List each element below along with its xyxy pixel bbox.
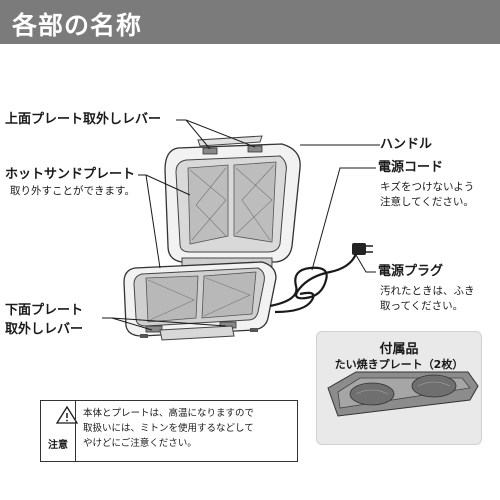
lower-base xyxy=(123,261,277,341)
power-plug xyxy=(352,243,373,255)
section-title: 各部の名称 xyxy=(12,11,143,40)
caution-text: 本体とプレートは、高温になりますので 取扱いには、ミトンを使用するなどして やけ… xyxy=(83,406,295,451)
label-bottom-lever-1: 下面プレート xyxy=(5,303,84,318)
label-handle: ハンドル xyxy=(380,137,433,152)
label-cord-note-2: 注意してください。 xyxy=(380,196,474,208)
section-header: 各部の名称 xyxy=(0,0,500,44)
caution-label: 注意 xyxy=(48,440,68,451)
label-cord-note-1: キズをつけないよう xyxy=(380,181,475,193)
label-plug-note-2: 取ってください。 xyxy=(380,300,464,312)
warning-icon xyxy=(55,405,79,424)
caution-box: 注意 本体とプレートは、高温になりますので 取扱いには、ミトンを使用するなどして… xyxy=(40,400,298,462)
top-lever-left xyxy=(202,147,218,155)
label-power-plug: 電源プラグ xyxy=(378,264,444,279)
caution-line: 取扱いには、ミトンを使用するなどして xyxy=(83,423,254,434)
label-plug-note-1: 汚れたときは、ふき xyxy=(380,285,475,297)
label-hot-sand-note: 取り外すことができます。 xyxy=(10,185,135,197)
label-bottom-lever-2: 取外しレバー xyxy=(5,322,84,337)
label-top-lever: 上面プレート取外しレバー xyxy=(5,112,162,127)
upper-lid xyxy=(164,135,301,263)
taiyaki-plate xyxy=(327,371,479,417)
label-hot-sand-plate: ホットサンドプレート xyxy=(5,167,136,182)
caution-line: 本体とプレートは、高温になりますので xyxy=(83,408,255,419)
caution-line: やけどにご注意ください。 xyxy=(83,438,197,449)
bottom-lever-left xyxy=(145,325,163,333)
top-lever-right xyxy=(247,145,263,153)
power-cord xyxy=(269,253,358,308)
caution-icon-cell: 注意 xyxy=(41,401,76,461)
label-power-cord: 電源コード xyxy=(378,160,444,175)
